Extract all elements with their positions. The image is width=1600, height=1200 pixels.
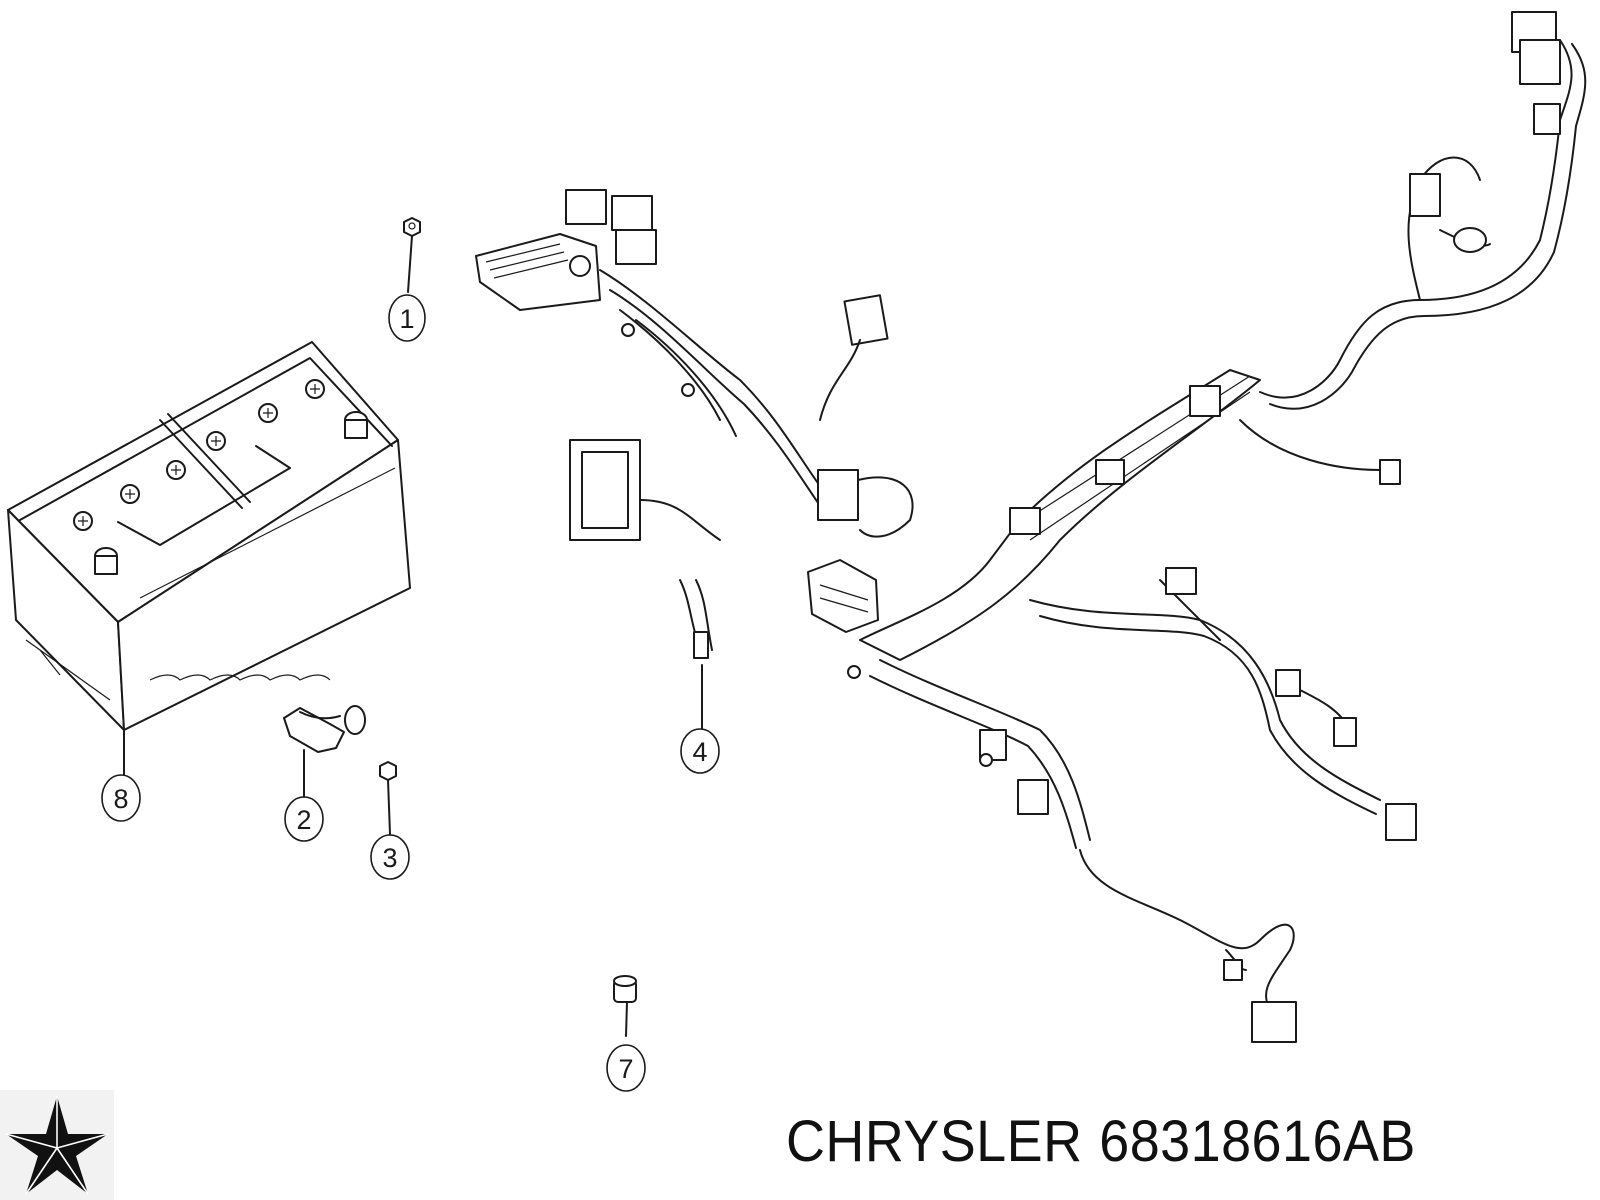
callout-label: 1	[399, 304, 414, 334]
battery-cable	[569, 439, 721, 729]
callout-label: 4	[692, 737, 707, 767]
part-number: 68318616AB	[1099, 1109, 1416, 1174]
brand-name: CHRYSLER	[786, 1109, 1083, 1174]
battery-vent-caps	[73, 379, 325, 531]
chrysler-pentastar-icon	[0, 1090, 114, 1200]
callout-4: 4	[680, 728, 720, 774]
wiring-harness	[475, 11, 1587, 1043]
callout-1: 1	[388, 294, 426, 342]
callout-label: 7	[618, 1054, 633, 1084]
callout-label: 2	[296, 805, 311, 835]
nut-part-1	[403, 217, 421, 293]
nut-part-3	[379, 761, 397, 835]
callout-2: 2	[284, 796, 324, 842]
battery-sensor	[283, 705, 366, 801]
grommet-part-7	[613, 975, 637, 1037]
battery-terminals	[94, 411, 368, 575]
callout-8: 8	[101, 774, 141, 822]
callout-label: 3	[382, 843, 397, 873]
callout-3: 3	[370, 834, 410, 880]
callout-label: 8	[113, 784, 128, 814]
callout-7: 7	[606, 1044, 646, 1092]
battery	[7, 341, 411, 791]
